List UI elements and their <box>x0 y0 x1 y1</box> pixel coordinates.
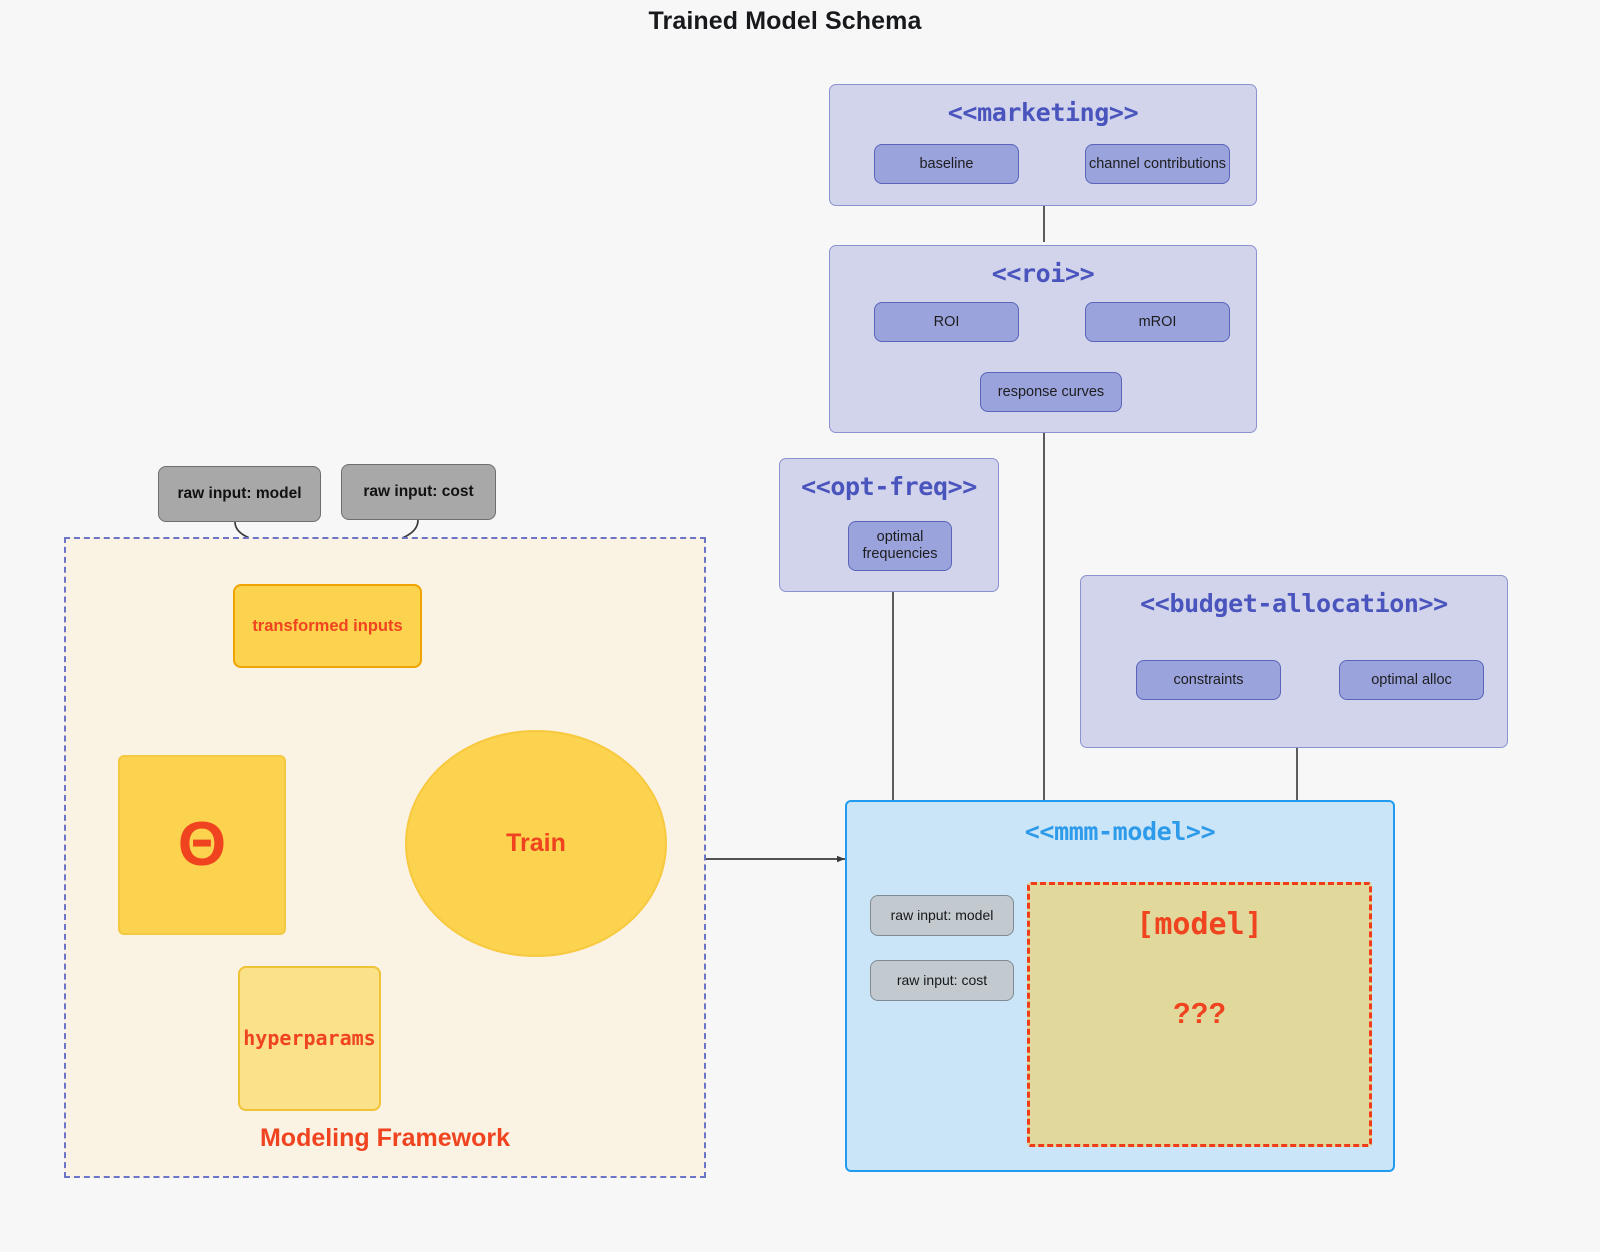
node-constraints-label: constraints <box>1173 671 1244 688</box>
node-optimal-alloc-label: optimal alloc <box>1371 671 1452 688</box>
node-raw-input-model-label: raw input: model <box>177 485 302 503</box>
node-mroi[interactable]: mROI <box>1077 294 1230 342</box>
modeling-framework-label: Modeling Framework <box>259 1124 511 1152</box>
node-channel-contributions[interactable]: channel contributions <box>1077 136 1230 184</box>
node-constraints[interactable]: constraints <box>1128 652 1281 700</box>
node-mmm-raw-input-model[interactable]: raw input: model <box>862 887 1014 936</box>
node-train[interactable]: Train <box>405 730 667 957</box>
model-placeholder-box[interactable]: [model] ??? <box>1027 882 1372 1147</box>
node-transformed-inputs[interactable]: transformed inputs <box>226 577 422 668</box>
node-baseline-label: baseline <box>919 155 974 172</box>
node-raw-input-cost[interactable]: raw input: cost <box>333 456 496 520</box>
node-theta-label: Θ <box>177 810 227 880</box>
node-optimal-frequencies-label: optimal frequencies <box>862 529 938 562</box>
node-response-curves[interactable]: response curves <box>972 364 1122 412</box>
model-placeholder-label: [model] <box>1136 907 1263 942</box>
node-hyperparams[interactable]: hyperparams <box>231 959 381 1111</box>
package-mmm-model[interactable]: <<mmm-model>> raw input: model raw input… <box>845 800 1395 1172</box>
node-raw-input-model[interactable]: raw input: model <box>150 458 321 522</box>
package-opt-freq-title: <<opt-freq>> <box>801 472 977 501</box>
package-marketing[interactable]: <<marketing>> baseline channel contribut… <box>829 84 1257 206</box>
node-channel-contributions-label: channel contributions <box>1088 155 1227 172</box>
node-optimal-frequencies[interactable]: optimal frequencies <box>840 513 952 571</box>
node-optimal-alloc[interactable]: optimal alloc <box>1331 652 1484 700</box>
package-roi[interactable]: <<roi>> ROI mROI response curves <box>829 245 1257 433</box>
node-hyperparams-label: hyperparams <box>243 1026 376 1050</box>
package-budget-allocation-title: <<budget-allocation>> <box>1140 589 1448 618</box>
node-train-label: Train <box>506 829 566 857</box>
node-response-curves-label: response curves <box>997 383 1105 400</box>
package-budget-allocation[interactable]: <<budget-allocation>> constraints optima… <box>1080 575 1508 748</box>
node-theta[interactable]: Θ <box>111 748 286 935</box>
package-mmm-model-title: <<mmm-model>> <box>1024 817 1216 846</box>
page-title: Trained Model Schema <box>648 7 922 35</box>
node-mmm-raw-input-cost[interactable]: raw input: cost <box>862 952 1014 1001</box>
node-transformed-inputs-label: transformed inputs <box>252 616 403 635</box>
node-mmm-raw-input-model-label: raw input: model <box>890 907 994 924</box>
node-baseline[interactable]: baseline <box>866 136 1019 184</box>
package-opt-freq[interactable]: <<opt-freq>> optimal frequencies <box>779 458 999 592</box>
node-roi[interactable]: ROI <box>866 294 1019 342</box>
model-unknown-label: ??? <box>1172 998 1227 1030</box>
package-roi-title: <<roi>> <box>991 259 1095 288</box>
node-roi-label: ROI <box>933 313 960 330</box>
node-mmm-raw-input-cost-label: raw input: cost <box>896 972 988 989</box>
package-marketing-title: <<marketing>> <box>947 98 1139 127</box>
node-mroi-label: mROI <box>1138 313 1177 330</box>
node-raw-input-cost-label: raw input: cost <box>363 483 474 501</box>
